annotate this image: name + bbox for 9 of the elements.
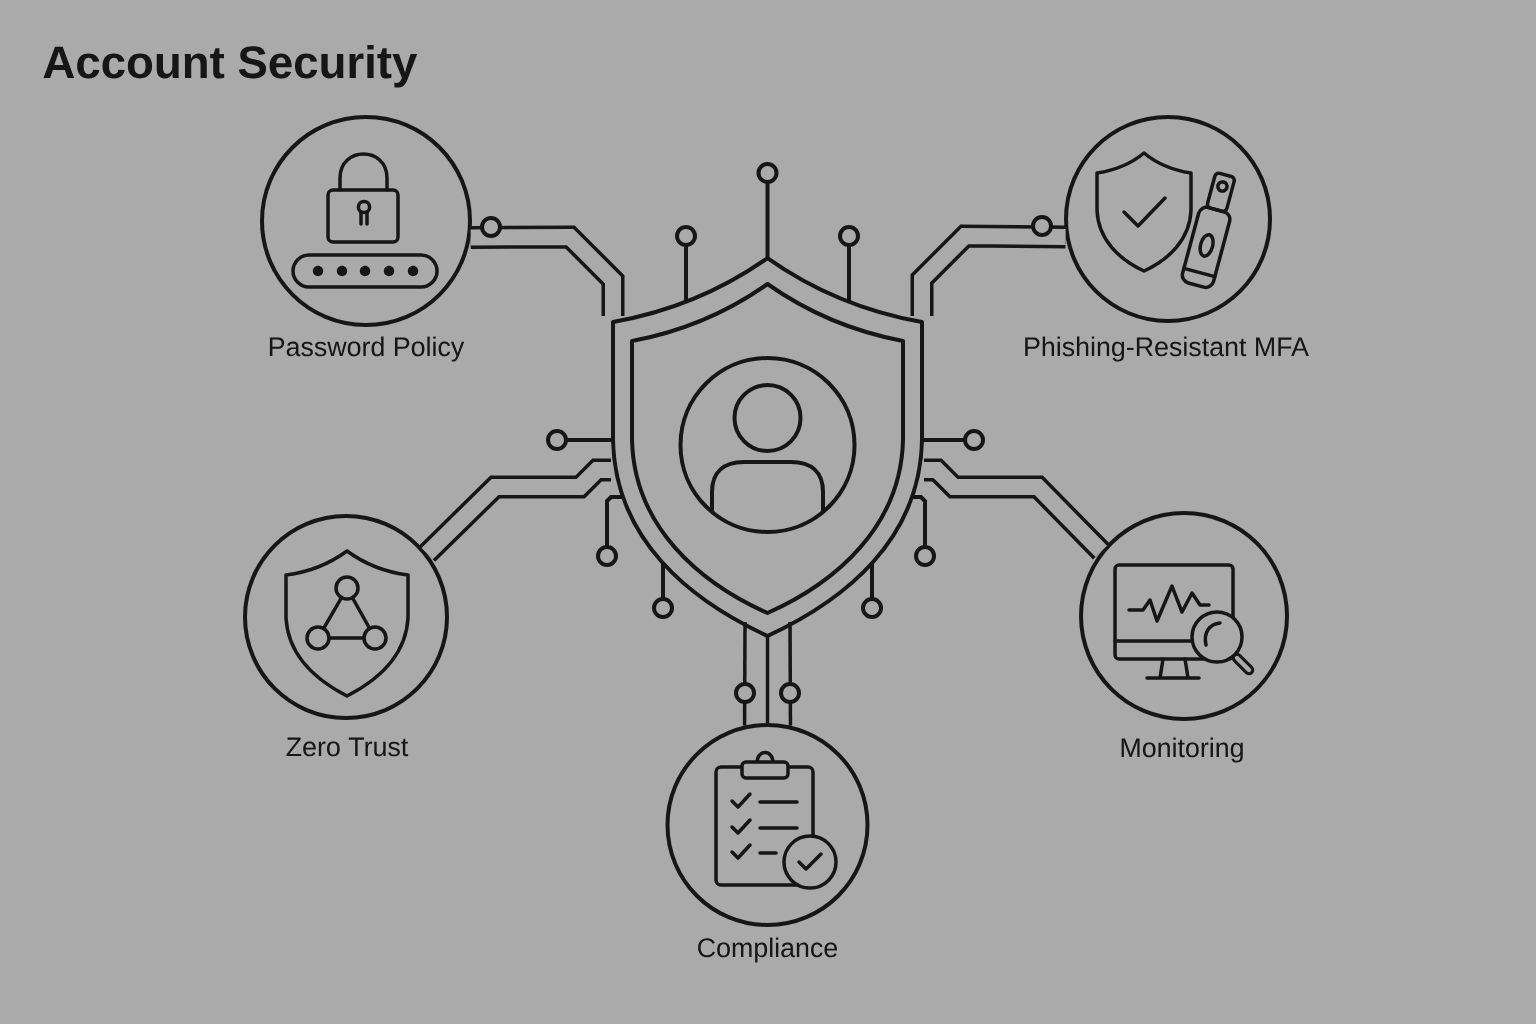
circuit-trace [924, 458, 1110, 560]
node-label: Password Policy [269, 336, 465, 362]
node-label: Monitoring [1121, 737, 1243, 763]
title: Account Security [43, 44, 418, 88]
node-label: Phishing-Resistant MFA [1025, 336, 1309, 362]
circuit-trace [419, 458, 611, 562]
node-label: Zero Trust [286, 737, 409, 757]
circuit-trace [765, 635, 770, 723]
node-label: Compliance [698, 937, 838, 963]
